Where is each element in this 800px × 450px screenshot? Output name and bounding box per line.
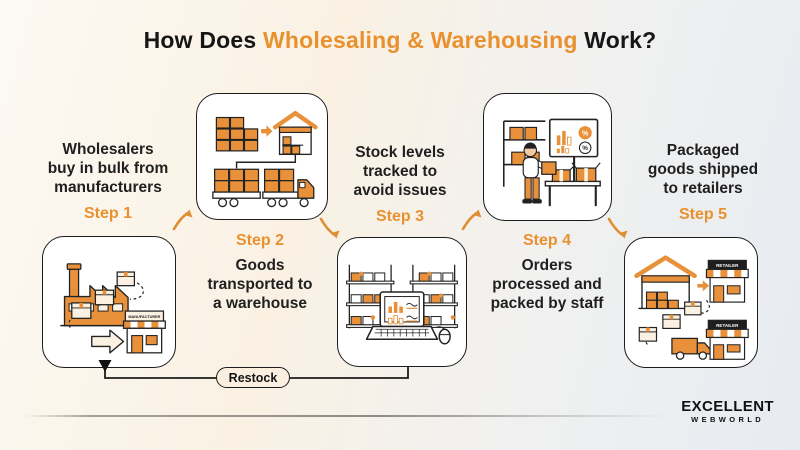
stock-tracking-icon [346, 264, 458, 345]
step-4-label: Step 4 [522, 232, 571, 249]
retail-shipping-icon: RETAILER [634, 254, 749, 360]
step-2-illustration [196, 93, 328, 220]
title-highlight: Wholesaling & Warehousing [262, 27, 578, 53]
step-1-label: Step 1 [83, 205, 132, 222]
step-4-line: processed and [492, 276, 602, 293]
step-5-label: Step 5 [678, 206, 727, 223]
step-3-line: Stock levels [355, 144, 445, 161]
flow-arrow-down-icon [319, 217, 340, 239]
step-5-illustration: RETAILER [624, 237, 758, 368]
step-4-illustration: % % [483, 93, 612, 221]
step-2-line: transported to [207, 276, 313, 293]
step-2-text: Step 2 Goods transported to a warehouse [180, 231, 340, 313]
step-3-illustration [337, 237, 467, 367]
flow-arrow-up-icon [461, 209, 482, 231]
svg-text:%: % [582, 130, 589, 137]
step-1-line: Wholesalers [62, 141, 154, 158]
flow-arrow-down-icon [607, 217, 628, 239]
step-5-line: Packaged [666, 142, 740, 159]
step-3-text: Stock levels tracked to avoid issues Ste… [322, 143, 478, 226]
title-suffix: Work? [577, 27, 657, 53]
step-1-text: Wholesalers buy in bulk from manufacture… [27, 140, 189, 223]
step-3-line: avoid issues [353, 182, 447, 199]
step-1-line: buy in bulk from [47, 160, 169, 177]
step-4-line: packed by staff [490, 295, 604, 312]
step-1-illustration: MANUFACTURER [42, 236, 176, 368]
step-1-line: manufacturers [54, 179, 162, 196]
page-title: How Does Wholesaling & Warehousing Work? [0, 27, 800, 54]
svg-text:%: % [582, 145, 588, 152]
step-2-label: Step 2 [235, 232, 284, 249]
retailer-sign-top-label: RETAILER [716, 263, 739, 268]
brand-line2: WEBWORLD [691, 415, 765, 424]
flow-arrow-up-icon [172, 209, 193, 231]
footer-divider [25, 415, 670, 417]
brand-line1: EXCELLENT [681, 398, 774, 415]
step-5-line: goods shipped [647, 161, 759, 178]
step-4-text: Step 4 Orders processed and packed by st… [467, 231, 627, 313]
brand-logo: EXCELLENT WEBWORLD [681, 399, 774, 425]
step-5-line: to retailers [663, 180, 743, 197]
title-prefix: How Does [143, 27, 263, 53]
warehouse-truck-icon [212, 110, 318, 207]
step-3-line: tracked to [362, 163, 438, 180]
step-3-label: Step 3 [375, 208, 424, 225]
step-2-line: Goods [235, 257, 285, 274]
manufacturer-sign-label: MANUFACTURER [128, 315, 160, 319]
restock-label: Restock [228, 370, 278, 385]
order-packing-icon: % % [502, 118, 601, 206]
step-4-line: Orders [521, 257, 573, 274]
restock-pill: Restock [216, 367, 290, 388]
step-5-text: Packaged goods shipped to retailers Step… [622, 141, 784, 224]
manufacturer-icon: MANUFACTURER [60, 263, 166, 354]
step-2-line: a warehouse [213, 295, 307, 312]
retailer-sign-bottom-label: RETAILER [716, 322, 739, 327]
